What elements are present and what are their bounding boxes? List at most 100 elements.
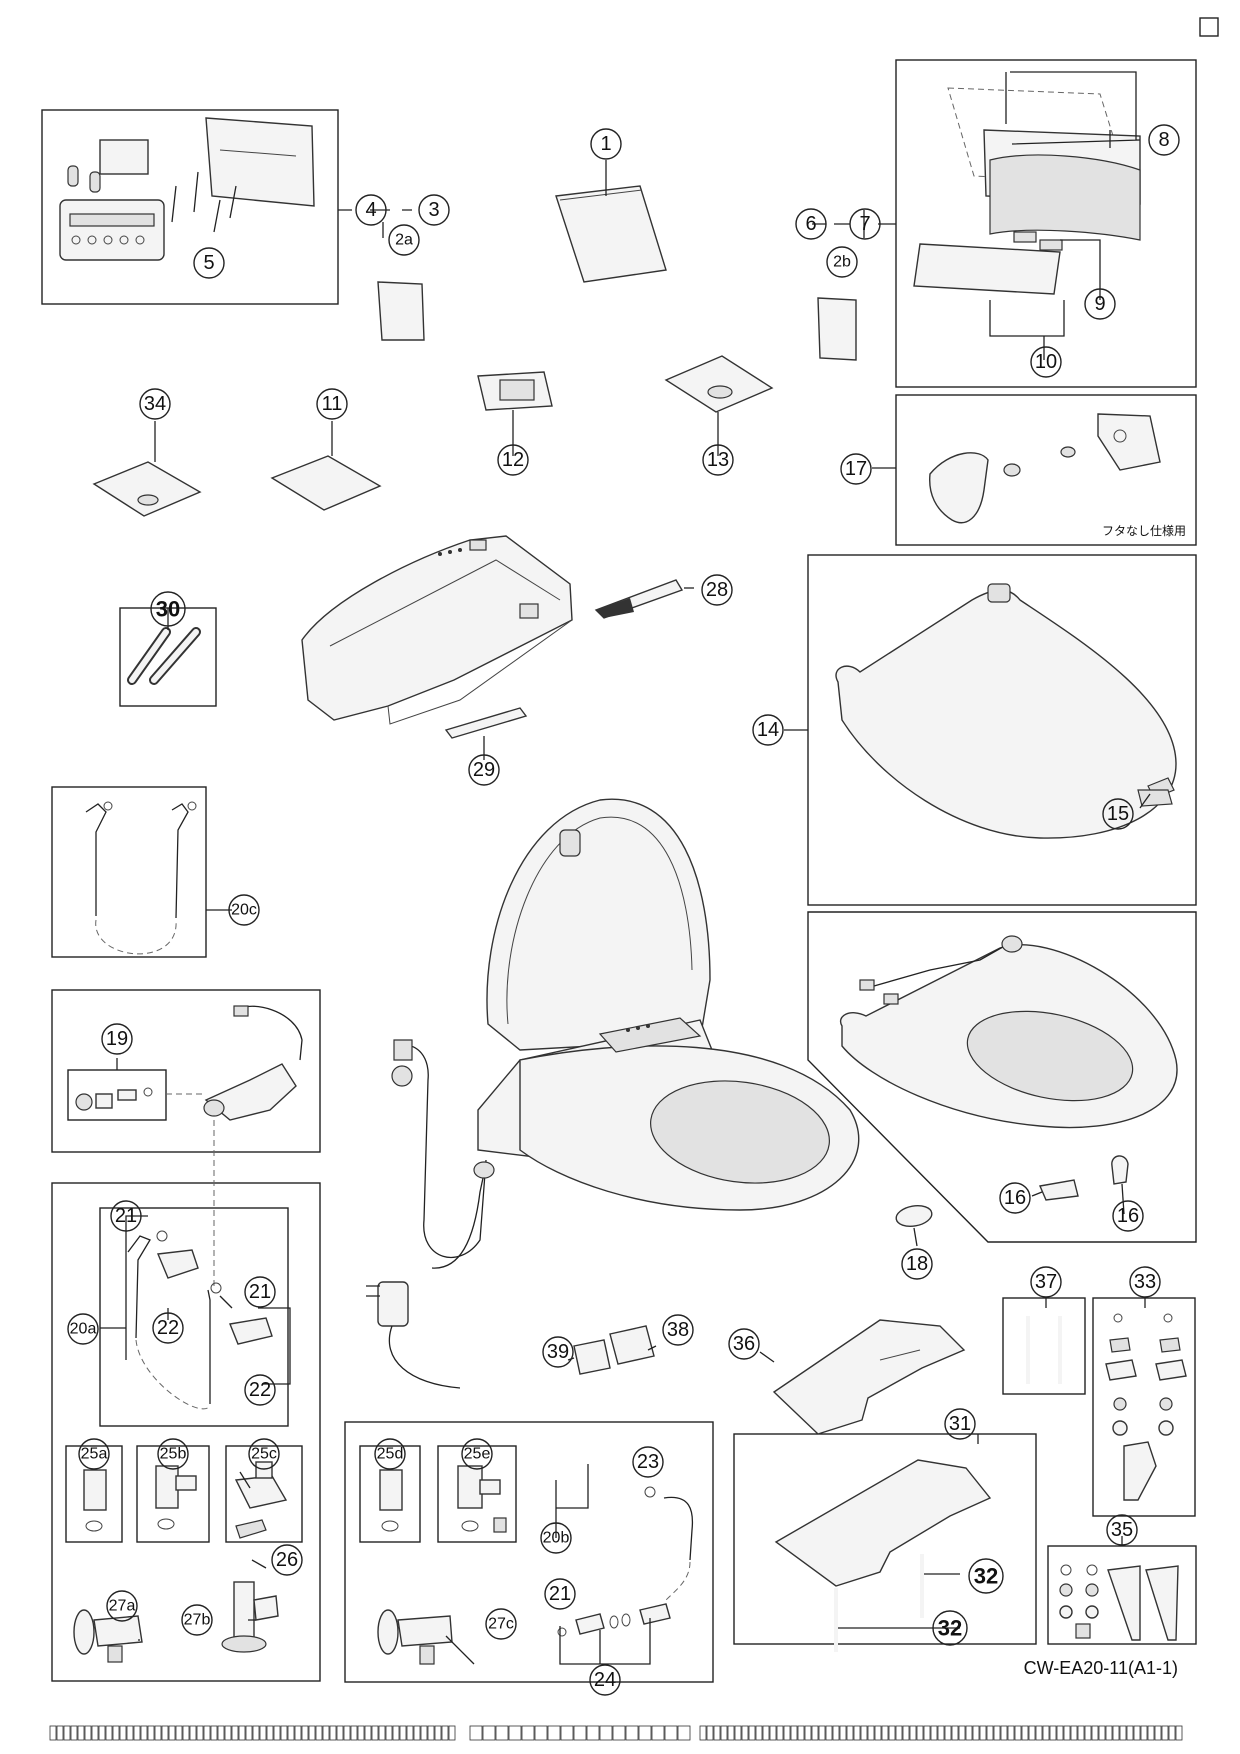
base-plate-31-drawing	[774, 1459, 992, 1652]
footer-box	[294, 1725, 302, 1741]
footer-box	[469, 1725, 483, 1741]
footer-box	[441, 1725, 449, 1741]
callout-8: 8	[1158, 129, 1169, 151]
footer-box	[91, 1725, 99, 1741]
footer-box	[804, 1725, 812, 1741]
footer-box	[482, 1725, 496, 1741]
footer-box	[1140, 1725, 1148, 1741]
seat-drawing	[839, 935, 1178, 1129]
footer-box	[287, 1725, 295, 1741]
callout-25c: 25c	[251, 1446, 277, 1463]
footer-box	[329, 1725, 337, 1741]
footer-box	[1133, 1725, 1141, 1741]
footer-box	[860, 1725, 868, 1741]
callout-13: 13	[707, 449, 729, 471]
footer-box	[783, 1725, 791, 1741]
footer-box	[434, 1725, 442, 1741]
footer-box	[741, 1725, 749, 1741]
frame-seat	[807, 911, 1197, 1243]
frame-remote-group	[41, 109, 339, 305]
footer-box	[599, 1725, 613, 1741]
remote-b-set-drawing	[913, 72, 1141, 295]
strip-29	[444, 707, 528, 739]
callout-30: 30	[156, 597, 180, 622]
footer-box	[944, 1725, 952, 1741]
footer-box	[420, 1725, 428, 1741]
callout-19: 19	[106, 1028, 128, 1050]
footer-box	[1056, 1725, 1064, 1741]
footer-box	[881, 1725, 889, 1741]
footer-box	[951, 1725, 959, 1741]
callout-5: 5	[203, 252, 214, 274]
callout-32a: 32	[974, 1564, 998, 1589]
no-lid-note: フタなし仕様用	[1102, 524, 1186, 538]
fittings-33-drawing	[1105, 1313, 1187, 1501]
callout-2b: 2b	[833, 254, 851, 271]
footer-box	[427, 1725, 435, 1741]
footer-box	[547, 1725, 561, 1741]
footer-box	[713, 1725, 721, 1741]
footer-box	[322, 1725, 330, 1741]
footer-box	[350, 1725, 358, 1741]
footer-box	[56, 1725, 64, 1741]
footer-box	[902, 1725, 910, 1741]
footer-strip	[49, 1725, 1183, 1741]
callout-labels: 1 2a 2b 3 4 5 6 7 8 9 10 11 12 13 14 15 …	[70, 129, 1170, 1691]
callout-22b: 22	[249, 1379, 271, 1401]
callout-36: 36	[733, 1333, 755, 1355]
hose-20c-drawing	[85, 801, 197, 955]
callout-21b: 21	[249, 1281, 271, 1303]
callout-20b: 20b	[543, 1530, 570, 1547]
footer-box	[1161, 1725, 1169, 1741]
callout-39: 39	[547, 1341, 569, 1363]
callout-21c: 21	[549, 1583, 571, 1605]
part-16a	[1039, 1179, 1079, 1201]
checkbox-square-icon[interactable]	[1199, 17, 1219, 37]
footer-box	[1091, 1725, 1099, 1741]
footer-box	[534, 1725, 548, 1741]
callout-28: 28	[706, 579, 728, 601]
footer-box	[371, 1725, 379, 1741]
callout-20c: 20c	[231, 902, 257, 919]
footer-box	[748, 1725, 756, 1741]
footer-box	[448, 1725, 456, 1741]
footer-box	[364, 1725, 372, 1741]
card-2b	[817, 297, 857, 361]
footer-box	[245, 1725, 253, 1741]
callout-1: 1	[600, 133, 611, 155]
footer-box	[930, 1725, 938, 1741]
callout-32b: 32	[938, 1616, 962, 1641]
footer-box	[923, 1725, 931, 1741]
footer-box	[238, 1725, 246, 1741]
footer-box	[755, 1725, 763, 1741]
footer-box	[1147, 1725, 1155, 1741]
callout-29: 29	[473, 759, 495, 781]
footer-box	[1042, 1725, 1050, 1741]
valve-19-drawing	[67, 1005, 303, 1290]
footer-box	[586, 1725, 600, 1741]
footer-box	[1070, 1725, 1078, 1741]
callout-6: 6	[805, 213, 816, 235]
footer-box	[699, 1725, 707, 1741]
footer-box	[825, 1725, 833, 1741]
no-lid-kit-drawing	[929, 413, 1161, 524]
footer-box	[385, 1725, 393, 1741]
footer-box	[979, 1725, 987, 1741]
footer-box	[84, 1725, 92, 1741]
frame-25a	[65, 1445, 123, 1543]
frame-hose-20a	[99, 1207, 289, 1427]
footer-box	[625, 1725, 639, 1741]
callout-26: 26	[276, 1549, 298, 1571]
callout-4: 4	[365, 199, 376, 221]
footer-box	[958, 1725, 966, 1741]
footer-box	[217, 1725, 225, 1741]
footer-box	[1105, 1725, 1113, 1741]
callout-25d: 25d	[377, 1446, 404, 1463]
bag-34	[92, 461, 202, 517]
footer-box	[993, 1725, 1001, 1741]
remote-set-drawing	[59, 117, 315, 261]
footer-box	[308, 1725, 316, 1741]
footer-box	[769, 1725, 777, 1741]
